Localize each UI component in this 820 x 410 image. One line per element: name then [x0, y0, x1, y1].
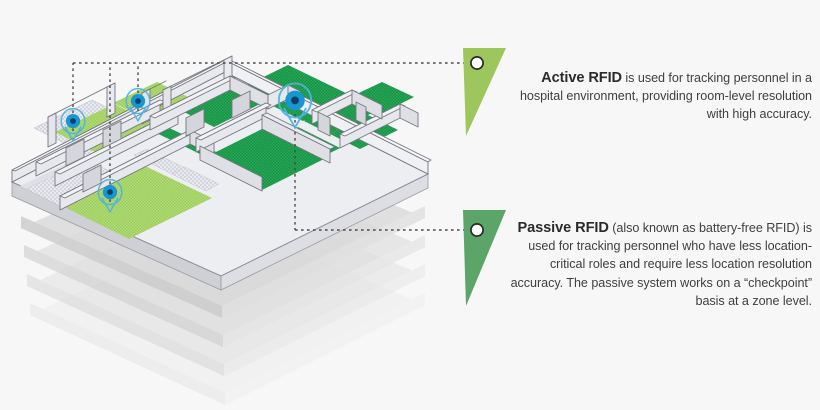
- door-1: [65, 138, 85, 167]
- passive-rfid-heading: Passive RFID: [517, 219, 609, 236]
- door-2: [102, 120, 122, 149]
- active-rfid-tag-room-b[interactable]: [125, 87, 151, 122]
- door-6: [317, 111, 331, 137]
- active-rfid-heading: Active RFID: [541, 69, 622, 86]
- door-5: [231, 90, 251, 119]
- room-floor-light-3: [62, 166, 212, 239]
- active-rfid-tag-room-a[interactable]: [60, 107, 86, 142]
- active-rfid-tag-room-c[interactable]: [97, 178, 123, 213]
- active-rfid-paragraph: Active RFID is used for tracking personn…: [500, 69, 812, 124]
- active-rfid-triangle: [463, 48, 506, 136]
- door-7: [355, 101, 367, 126]
- passive-rfid-body-text: (also known as battery-free RFID) is use…: [510, 220, 812, 309]
- active-rfid-callout: Active RFID is used for tracking personn…: [500, 56, 812, 136]
- door-3: [82, 164, 102, 193]
- active-rfid-body-text: is used for tracking personnel in a hosp…: [519, 70, 812, 122]
- walls: [11, 55, 432, 211]
- passive-rfid-connector-dot[interactable]: [470, 223, 484, 237]
- active-rfid-tag-zone-d[interactable]: [277, 82, 313, 129]
- passive-rfid-paragraph: Passive RFID (also known as battery-free…: [500, 219, 812, 311]
- rfid-tag-pins: [60, 82, 313, 213]
- active-rfid-connector-dot[interactable]: [470, 56, 484, 70]
- door-4: [185, 108, 205, 137]
- passive-rfid-callout: Passive RFID (also known as battery-free…: [500, 206, 812, 323]
